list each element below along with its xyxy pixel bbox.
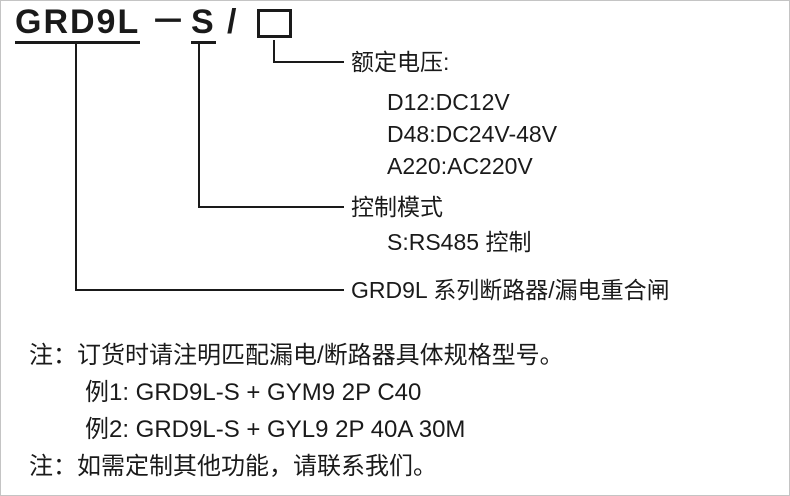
control-connector-vline	[198, 42, 200, 208]
series-connector-hline	[75, 289, 344, 291]
voltage-option-d48: D48:DC24V-48V	[387, 121, 558, 147]
note-example-2: 例2: GRD9L-S + GYL9 2P 40A 30M	[85, 416, 466, 443]
voltage-connector-hline	[273, 61, 344, 63]
series-callout-label: GRD9L 系列断路器/漏电重合闸	[351, 277, 670, 303]
voltage-option-a220: A220:AC220V	[387, 153, 533, 179]
model-series-code: GRD9L	[15, 3, 141, 44]
voltage-connector-vline	[273, 40, 275, 63]
control-connector-hline	[198, 206, 344, 208]
dash-separator: －	[151, 3, 187, 41]
voltage-callout-label: 额定电压:	[351, 49, 450, 75]
note-line-2: 注：如需定制其他功能，请联系我们。	[29, 453, 437, 480]
note-line-1: 注：订货时请注明匹配漏电/断路器具体规格型号。	[29, 342, 564, 369]
control-option-rs485: S:RS485 控制	[387, 229, 532, 255]
series-connector-vline	[75, 42, 77, 291]
placeholder-box-icon	[257, 9, 292, 38]
slash-separator: /	[227, 3, 239, 41]
voltage-option-d12: D12:DC12V	[387, 89, 510, 115]
control-mode-code: S	[191, 3, 216, 44]
control-callout-label: 控制模式	[351, 194, 443, 220]
note-example-1: 例1: GRD9L-S + GYM9 2P C40	[85, 379, 422, 406]
